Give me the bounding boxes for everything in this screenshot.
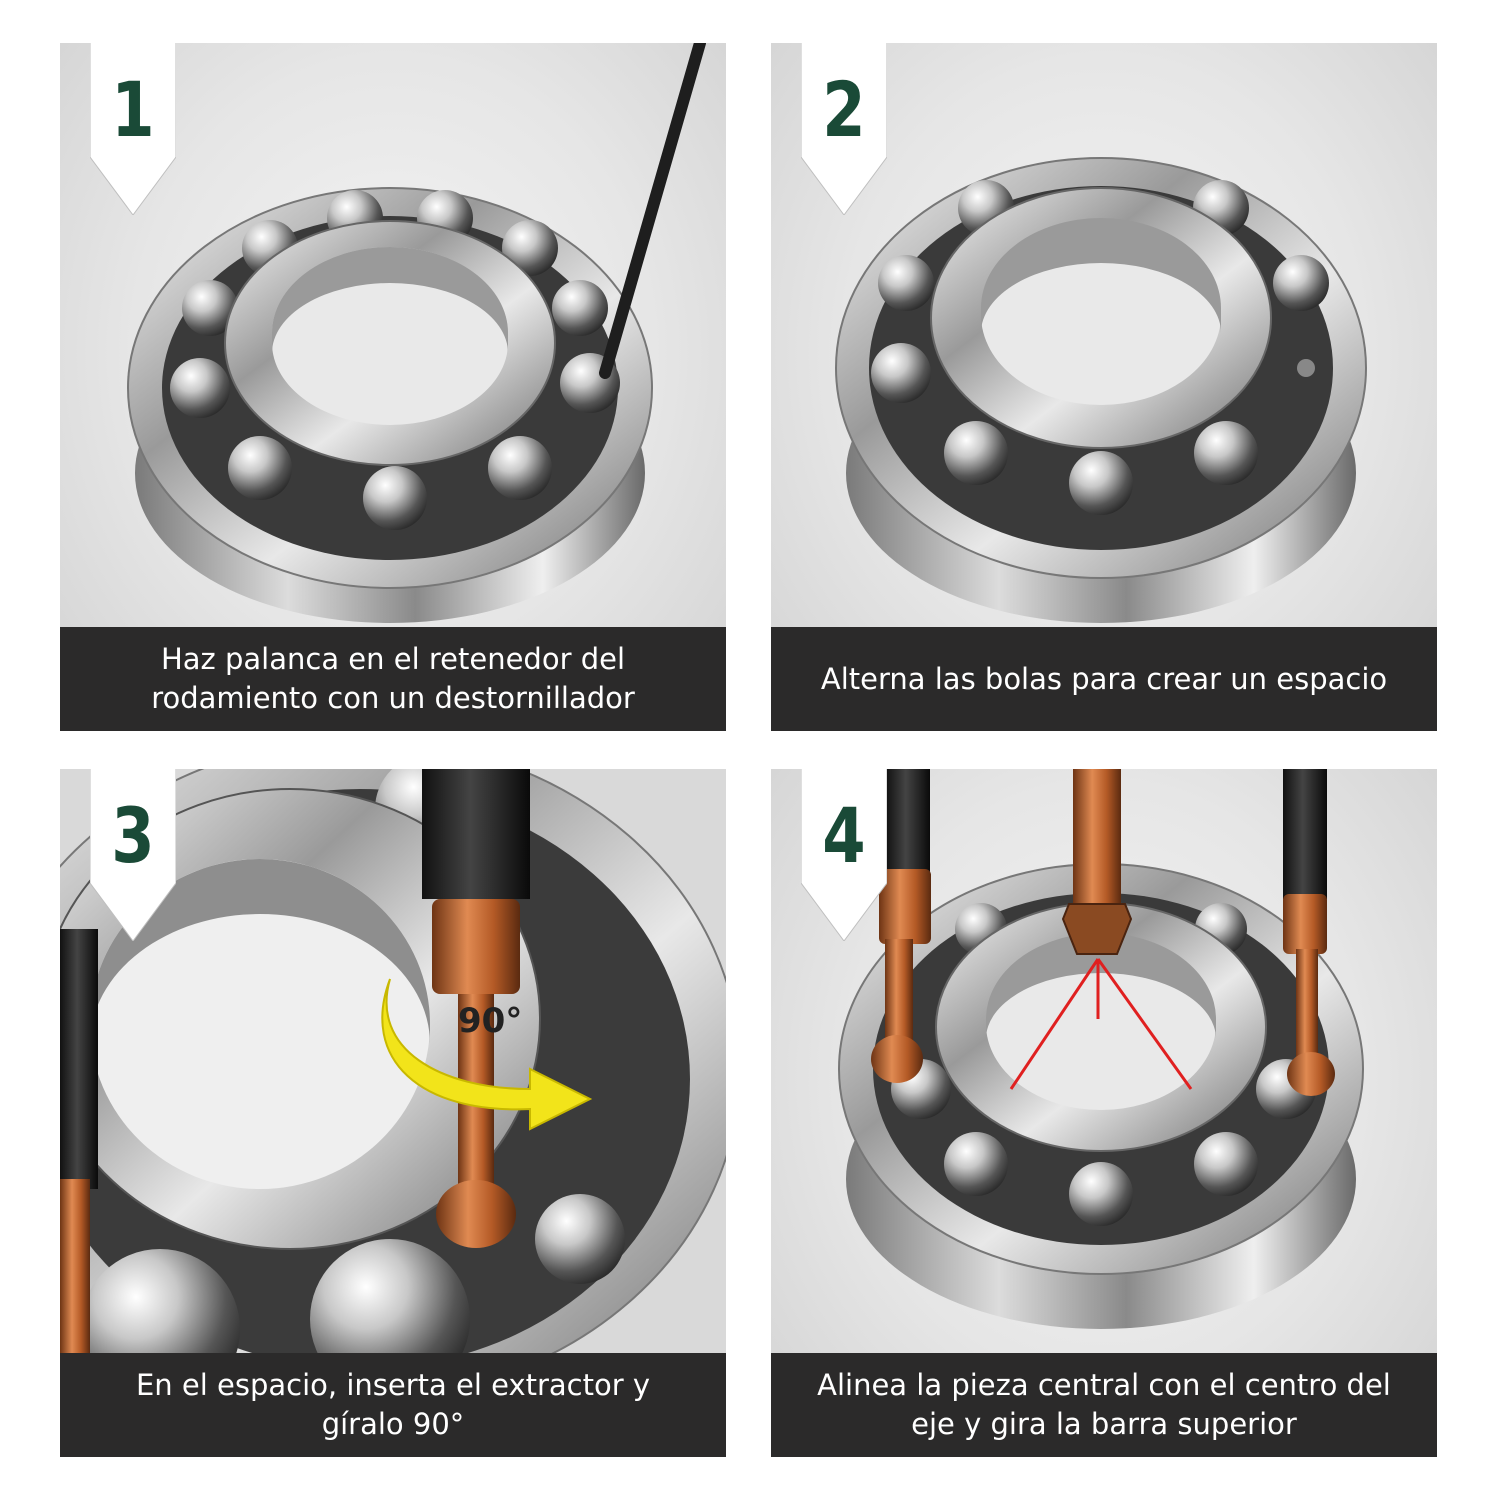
bearing-balls bbox=[80, 769, 625, 1354]
step-3-panel: 90° 3 En el espacio, inserta el extracto… bbox=[60, 769, 726, 1457]
step-number: 2 bbox=[822, 65, 866, 154]
step-caption: En el espacio, inserta el extractor y gí… bbox=[60, 1353, 726, 1457]
step-badge-3: 3 bbox=[90, 769, 176, 941]
bearing-extractor-step-4 bbox=[838, 769, 1364, 1329]
bearing-illustration-step-1 bbox=[127, 43, 706, 623]
caption-line: gíralo 90° bbox=[321, 1407, 465, 1441]
step-number: 3 bbox=[111, 791, 155, 880]
caption-line: rodamiento con un destornillador bbox=[151, 681, 635, 715]
rotation-angle-label: 90° bbox=[458, 1001, 523, 1041]
center-screw bbox=[1061, 769, 1133, 955]
step-2-panel: 2 Alterna las bolas para crear un espaci… bbox=[771, 43, 1437, 731]
caption-line: eje y gira la barra superior bbox=[911, 1407, 1297, 1441]
step-badge-1: 1 bbox=[90, 43, 176, 215]
step-1-panel: 1 Haz palanca en el retenedor del rodami… bbox=[60, 43, 726, 731]
bearing-balls bbox=[871, 180, 1329, 515]
step-caption: Alterna las bolas para crear un espacio bbox=[771, 627, 1437, 731]
pennant-badge-icon bbox=[90, 43, 176, 215]
caption-line: En el espacio, inserta el extractor y bbox=[135, 1368, 651, 1402]
screwdriver-icon bbox=[599, 43, 706, 379]
step-caption: Haz palanca en el retenedor del rodamien… bbox=[60, 627, 726, 731]
pennant-badge-icon bbox=[801, 769, 887, 941]
step-badge-4: 4 bbox=[801, 769, 887, 941]
step-badge-2: 2 bbox=[801, 43, 887, 215]
bearing-illustration-step-2 bbox=[835, 157, 1367, 623]
step-caption: Alinea la pieza central con el centro de… bbox=[771, 1353, 1437, 1457]
step-number: 4 bbox=[822, 791, 866, 880]
caption-line: Haz palanca en el retenedor del bbox=[160, 642, 626, 676]
caption-line: Alterna las bolas para crear un espacio bbox=[820, 661, 1388, 696]
pennant-badge-icon bbox=[90, 769, 176, 941]
bearing-closeup-step-3 bbox=[60, 769, 726, 1354]
extractor-jaw-right bbox=[1283, 769, 1335, 1096]
laser-alignment-lines bbox=[1009, 958, 1193, 1090]
curved-arrow-icon bbox=[381, 978, 593, 1131]
extractor-jaw-left bbox=[60, 929, 98, 1354]
bearing-balls bbox=[891, 903, 1316, 1226]
step-4-panel: 4 Alinea la pieza central con el centro … bbox=[771, 769, 1437, 1457]
extractor-jaw-left bbox=[871, 769, 931, 1083]
step-number: 1 bbox=[111, 65, 155, 154]
caption-line: Alinea la pieza central con el centro de… bbox=[817, 1368, 1391, 1402]
pennant-badge-icon bbox=[801, 43, 887, 215]
